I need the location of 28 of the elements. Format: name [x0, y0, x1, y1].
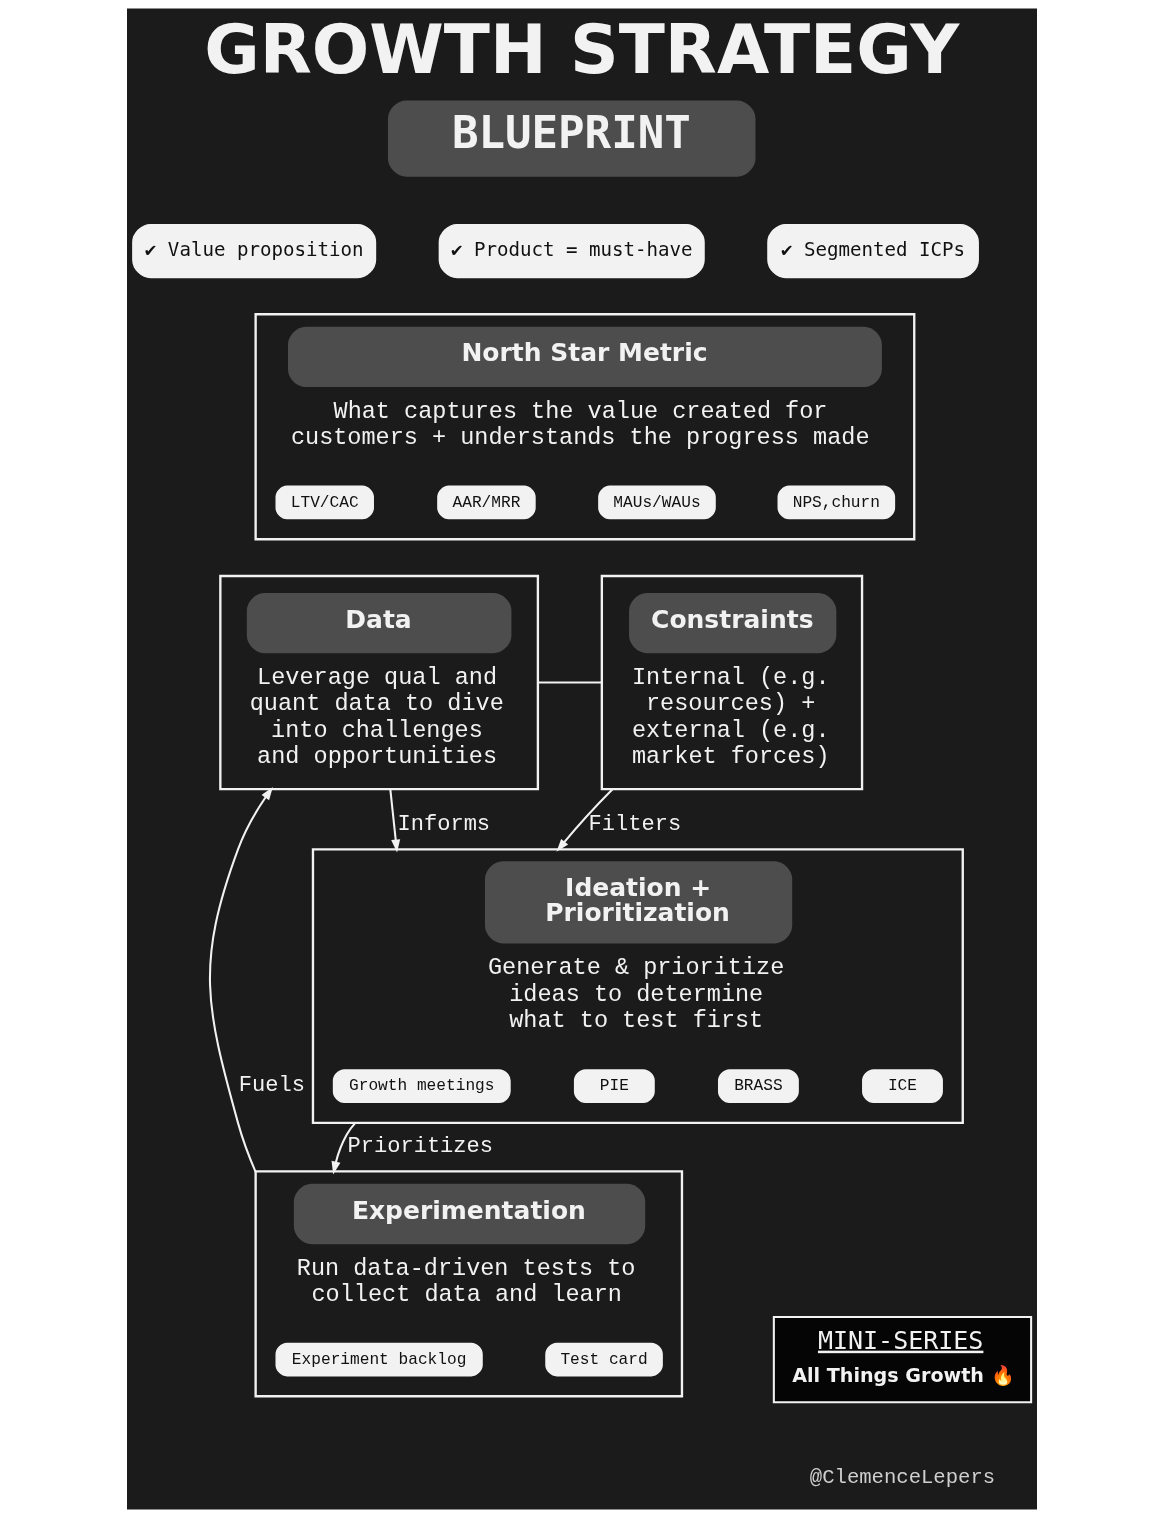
node-box: Experiment backlog	[275, 1342, 483, 1377]
node-box: NPS,churn	[777, 485, 896, 520]
node-box: PIE	[573, 1069, 655, 1103]
node-box: Growth meetings	[332, 1069, 511, 1103]
node-box: ICE	[862, 1069, 943, 1103]
edge-label: Fuels	[238, 1073, 305, 1099]
node-box: ✔ Product = must-have	[438, 223, 705, 279]
node-box: Data Leverage qual and quant data to dive into challenges and opportunities	[219, 574, 540, 791]
edge-label: Filters	[588, 812, 682, 838]
edge-label: Prioritizes	[347, 1134, 494, 1160]
node-box: MINI-SERIES All Things Growth 🔥	[772, 1315, 1033, 1404]
edge-label: Informs	[397, 812, 491, 838]
arrow	[209, 786, 273, 1173]
node-box: BRASS	[718, 1069, 799, 1103]
node-box: ✔ Value proposition	[132, 223, 377, 279]
node-box: Test card	[545, 1342, 663, 1377]
label: @ClemenceLepers	[809, 1465, 996, 1489]
node-box: Constraints Internal (e.g. resources) + external (e.g. market forces)	[600, 574, 864, 791]
arrow	[389, 789, 401, 853]
node-box: LTV/CAC	[275, 485, 374, 520]
connector	[538, 681, 602, 684]
node-box: MAUs/WAUs	[598, 485, 716, 520]
arrow	[556, 788, 614, 852]
node-box: AAR/MRR	[437, 485, 536, 520]
node-box: BLUEPRINT	[387, 100, 756, 177]
diagram-title: GROWTH STRATEGY	[204, 9, 960, 89]
arrow	[331, 1122, 357, 1175]
node-box: ✔ Segmented ICPs	[767, 223, 979, 279]
